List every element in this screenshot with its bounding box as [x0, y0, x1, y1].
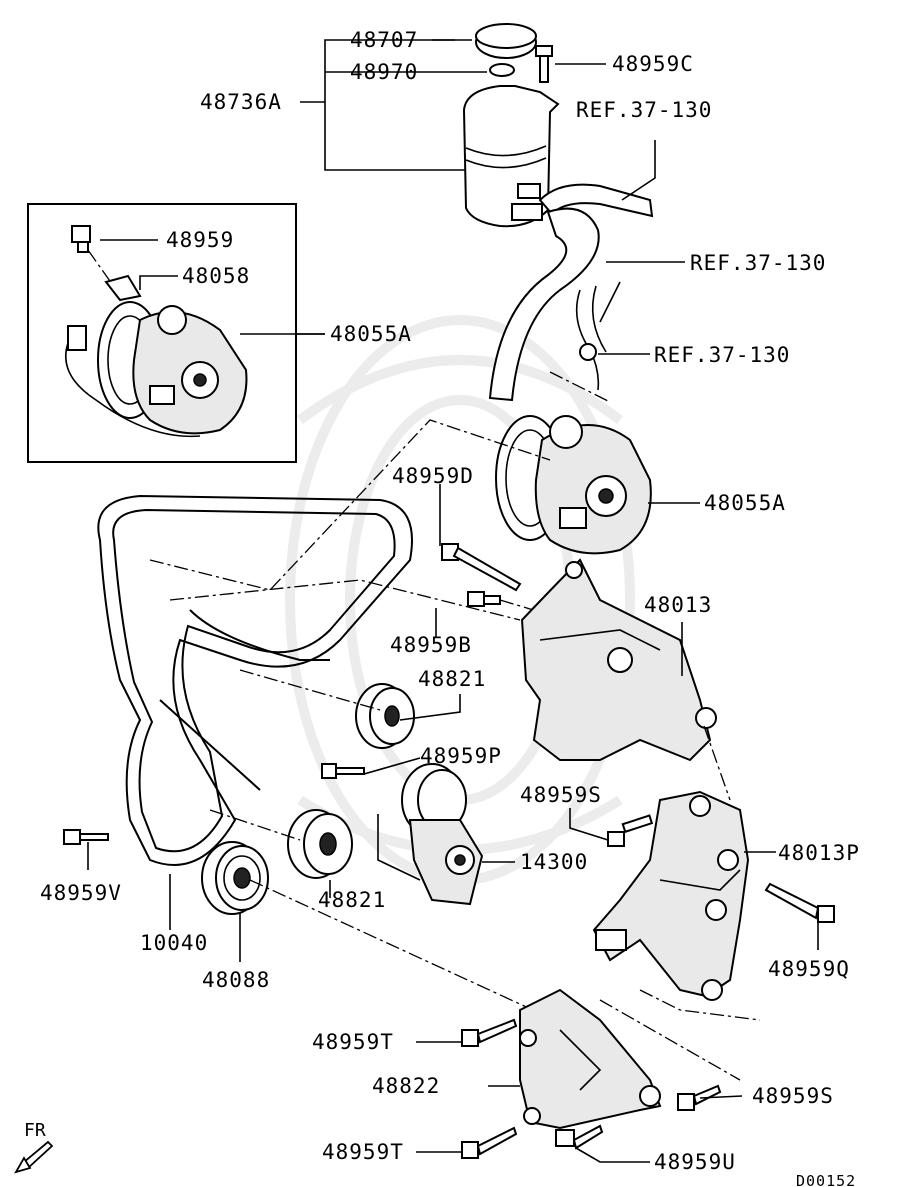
label-48959t-lower: 48959T: [322, 1140, 404, 1164]
label-48959v: 48959V: [40, 881, 122, 905]
label-ref-mid: REF.37-130: [690, 251, 826, 275]
inset-box: [27, 203, 297, 463]
label-48959t-upper: 48959T: [312, 1030, 394, 1054]
bracket-48013: [520, 558, 717, 762]
label-ref-top: REF.37-130: [576, 98, 712, 122]
label-48821-lower: 48821: [318, 888, 386, 912]
label-48707: 48707: [350, 28, 418, 52]
direction-label: FR: [24, 1120, 46, 1141]
label-48013: 48013: [644, 593, 712, 617]
label-14300: 14300: [520, 850, 588, 874]
label-48959s-upper: 48959S: [520, 783, 602, 807]
bolt-48959t-lower: [461, 1126, 518, 1159]
label-48055a-inset: 48055A: [330, 322, 412, 346]
label-48013p: 48013P: [778, 841, 860, 865]
idler-pulley-lower: [287, 809, 353, 879]
diagram-code: D00152: [796, 1172, 856, 1187]
label-48959: 48959: [166, 228, 234, 252]
reservoir-cap: [475, 23, 537, 59]
drive-belt: [97, 494, 413, 866]
label-48959s-lower: 48959S: [752, 1084, 834, 1108]
label-10040: 10040: [140, 931, 208, 955]
label-48821-upper: 48821: [418, 667, 486, 691]
bracket-48822: [519, 988, 662, 1130]
bracket-48013p: [592, 790, 750, 1001]
label-48959c: 48959C: [612, 52, 694, 76]
reservoir-tank: [462, 85, 560, 228]
direction-arrow-icon: [14, 1140, 54, 1174]
label-48959d: 48959D: [392, 464, 474, 488]
label-ref-low: REF.37-130: [654, 343, 790, 367]
label-48959q: 48959Q: [768, 957, 850, 981]
reservoir-seal: [489, 63, 515, 77]
label-48959p: 48959P: [420, 744, 502, 768]
hoses: [488, 183, 654, 402]
bolt-48959b: [467, 591, 501, 607]
label-48970: 48970: [350, 60, 418, 84]
label-48055a: 48055A: [704, 491, 786, 515]
label-48959b: 48959B: [390, 633, 472, 657]
tensioner: [401, 763, 484, 906]
reservoir-bolt: [535, 45, 553, 83]
crank-pulley: [201, 841, 269, 915]
label-48088: 48088: [202, 968, 270, 992]
bolt-48959u: [555, 1124, 604, 1150]
bolt-48959s-upper: [607, 814, 654, 847]
bolt-48959q: [764, 882, 835, 923]
label-48959u: 48959U: [654, 1150, 736, 1174]
bolt-48959d: [441, 543, 522, 592]
power-steering-pump: [495, 415, 652, 555]
inset-pump: [65, 301, 248, 438]
label-48058: 48058: [182, 264, 250, 288]
inset-bolt: [71, 225, 91, 253]
inset-bracket: [104, 274, 142, 302]
bolt-48959p: [321, 763, 365, 779]
bolt-48959v: [63, 829, 109, 845]
bolt-48959t-upper: [461, 1018, 518, 1047]
bolt-48959s-lower: [677, 1084, 722, 1111]
label-48822: 48822: [372, 1074, 440, 1098]
idler-pulley-upper: [355, 683, 415, 749]
label-48736a: 48736A: [200, 90, 282, 114]
